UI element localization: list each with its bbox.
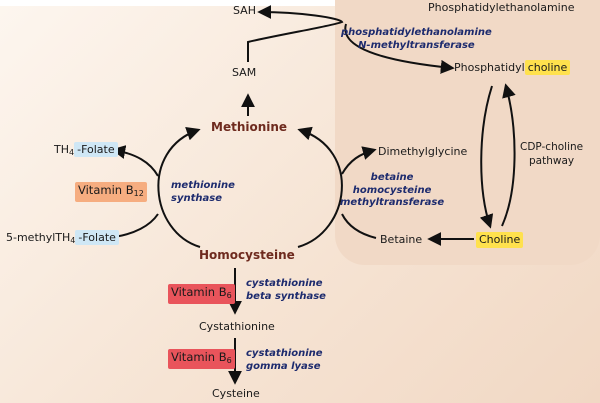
- choline-label: Choline: [476, 232, 524, 248]
- methyl-th4-folate-label: 5-methylTH4-Folate: [6, 230, 119, 248]
- choline-to-pc-arrow: [501, 83, 516, 227]
- betaine-label: Betaine: [380, 233, 423, 246]
- pe-to-pc-arrow: [344, 23, 455, 74]
- choline-panel-background: [335, 0, 600, 265]
- homocysteine-label: Homocysteine: [199, 248, 295, 262]
- ms-cycle-arrow: [157, 127, 201, 248]
- to-dimethylglycine-arrow: [341, 146, 377, 175]
- dimethylglycine-label: Dimethylglycine: [378, 145, 468, 158]
- from-betaine-line: [341, 213, 377, 239]
- from-methyl-folate-line: [113, 213, 159, 238]
- to-th4-folate-arrow: [111, 145, 159, 177]
- pc-to-choline-arrow: [479, 85, 494, 229]
- cystathionine-label: Cystathionine: [199, 320, 275, 333]
- vitamin-b6-badge-2: Vitamin B6: [168, 349, 235, 369]
- choline-highlight: choline: [524, 60, 571, 75]
- sah-label: SAH: [233, 4, 256, 17]
- methionine-label: Methionine: [211, 120, 288, 134]
- background-top-strip: [0, 0, 335, 6]
- vitamin-b6-badge-1: Vitamin B6: [168, 284, 235, 304]
- vitamin-b12-badge: Vitamin B12: [75, 182, 147, 202]
- phosphatidylethanolamine-label: Phosphatidylethanolamine: [428, 1, 575, 14]
- sam-to-sah-arrow: [247, 5, 344, 62]
- cysteine-label: Cysteine: [212, 387, 260, 400]
- sam-label: SAM: [232, 66, 257, 79]
- bhmt-cycle-arrow: [297, 126, 343, 248]
- th4-folate-label: TH4-Folate: [54, 142, 118, 160]
